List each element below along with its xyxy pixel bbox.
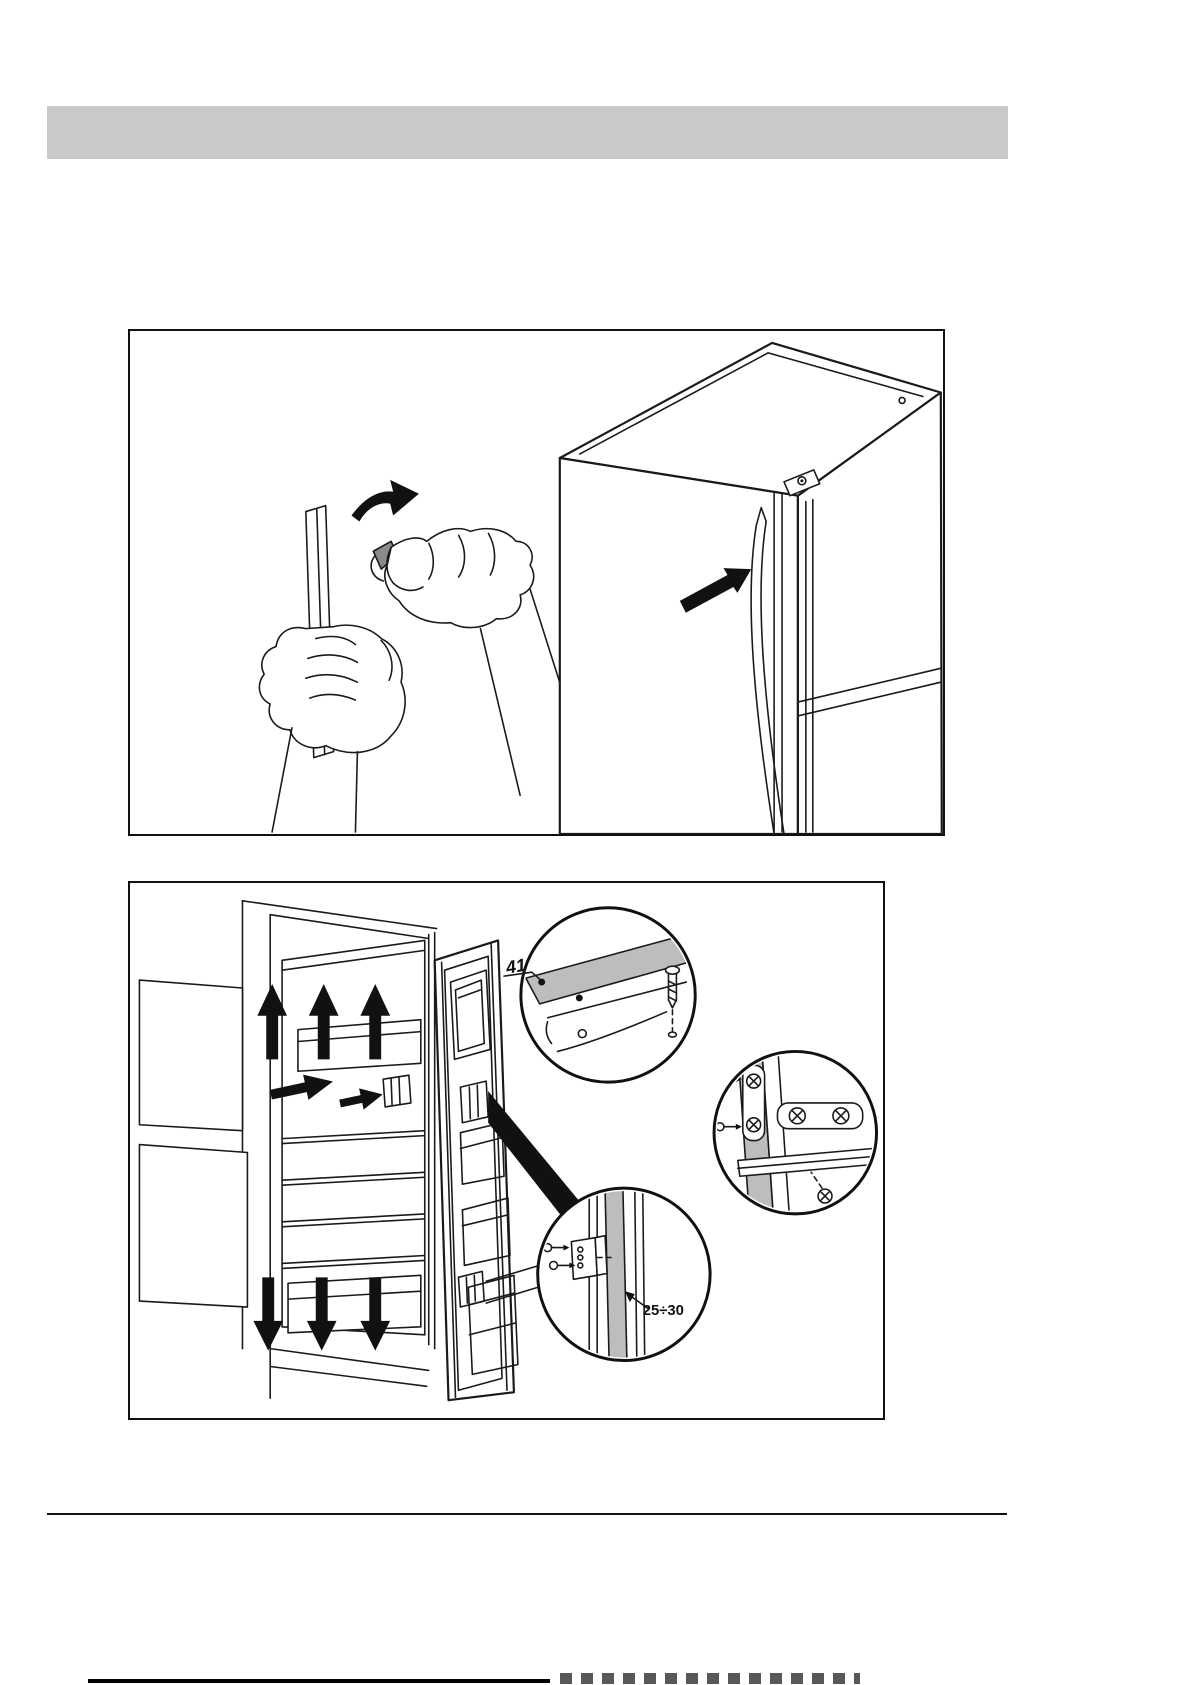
callout-wedge bbox=[488, 1091, 594, 1234]
cross-screw-icon bbox=[745, 1073, 762, 1089]
cross-screw-icon bbox=[745, 1117, 762, 1133]
freezer-box bbox=[297, 1018, 422, 1073]
top-hinge bbox=[783, 469, 821, 497]
figure-frame-bottom: 41 bbox=[128, 881, 885, 1420]
screw-hole bbox=[898, 396, 906, 405]
right-hand-holding-strip-piece bbox=[370, 527, 585, 797]
section-header-bar bbox=[47, 106, 1008, 159]
dimension-label-25-30: 25÷30 bbox=[643, 1303, 684, 1319]
strip-installation-figure bbox=[258, 341, 943, 834]
pull-direction-arrow-icon bbox=[351, 479, 419, 522]
transfer-arrows-icon bbox=[269, 1074, 412, 1110]
built-in-cabinet bbox=[138, 900, 438, 1399]
door-mounting-figure: 41 bbox=[138, 900, 879, 1402]
cut-off-text-fragments bbox=[560, 1673, 860, 1684]
shelf-up-arrows-icon bbox=[257, 984, 391, 1060]
mounting-bracket bbox=[570, 1234, 608, 1281]
refrigerator-corner-illustration bbox=[558, 341, 943, 834]
reference-dot bbox=[575, 994, 583, 1002]
screw-icon bbox=[664, 965, 681, 1038]
refrigerator-door bbox=[433, 939, 519, 1402]
label-41: 41 bbox=[503, 955, 542, 981]
label-25-30: 25÷30 bbox=[624, 1291, 684, 1319]
crisper-drawer bbox=[287, 1274, 422, 1334]
freezer-door bbox=[449, 969, 491, 1061]
side-screw-icon bbox=[717, 1121, 742, 1132]
insert-direction-arrow-icon bbox=[679, 568, 752, 613]
page-separator-line bbox=[47, 1513, 1007, 1515]
next-page-cut-line bbox=[88, 1679, 550, 1683]
cross-screw-icon bbox=[788, 1107, 807, 1125]
shelves bbox=[281, 1129, 426, 1270]
callout-door-top-screw bbox=[519, 906, 697, 1084]
door-bins bbox=[459, 1121, 519, 1376]
cross-screw-icon bbox=[810, 1171, 833, 1204]
dimension-label-41: 41 bbox=[503, 955, 527, 978]
cross-screw-icon bbox=[832, 1107, 850, 1125]
hands-pulling-strip-illustration bbox=[258, 479, 585, 833]
hinge-cover-piece bbox=[382, 1074, 412, 1108]
callout-hinge-plate bbox=[712, 1049, 879, 1216]
callout-door-edge-bracket: 25÷30 bbox=[536, 1186, 712, 1363]
refrigerator-interior bbox=[281, 939, 426, 1336]
flexible-strip bbox=[750, 506, 785, 834]
door-bracket-upper bbox=[459, 1080, 489, 1124]
left-hand-gripping-strip bbox=[258, 624, 406, 833]
figure-frame-top bbox=[128, 329, 945, 836]
side-screw-icon bbox=[548, 1260, 576, 1271]
shelf-down-arrows-icon bbox=[253, 1277, 391, 1351]
